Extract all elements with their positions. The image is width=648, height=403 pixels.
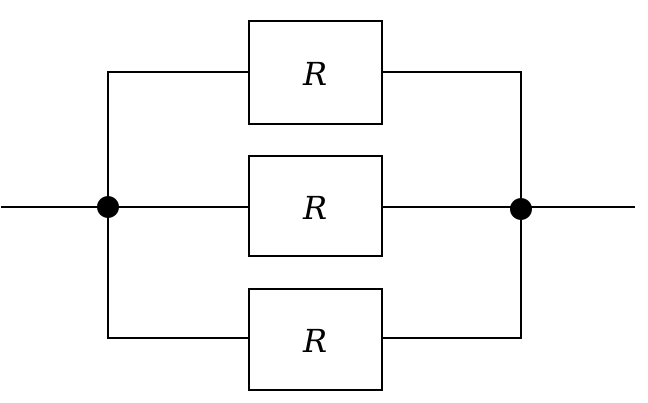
resistor-top-label: R [302,55,327,93]
resistor-bottom: R [248,288,383,391]
resistor-bottom-box [248,288,383,391]
resistor-middle-label: R [302,189,327,227]
resistor-top-box [248,20,383,125]
left-junction-node [97,196,119,218]
resistor-top: R [248,20,383,125]
resistor-middle-box [248,155,383,257]
resistor-middle: R [248,155,383,257]
right-junction-node [510,198,532,220]
resistor-bottom-label: R [302,322,327,360]
